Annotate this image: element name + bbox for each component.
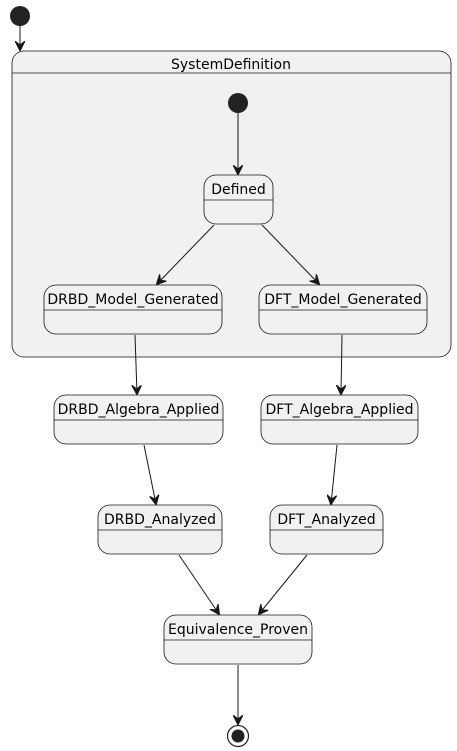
state-label: DRBD_Model_Generated — [47, 292, 218, 308]
state-dft-algebra-applied: DFT_Algebra_Applied — [260, 394, 419, 445]
state-label: Equivalence_Proven — [168, 622, 308, 638]
state-equivalence-proven: Equivalence_Proven — [163, 614, 313, 665]
state-label: DRBD_Analyzed — [104, 512, 216, 528]
initial-state-outer — [10, 6, 30, 26]
state-defined: Defined — [203, 174, 274, 225]
edge-defined-to-drbd-model-generated — [157, 224, 215, 284]
state-dft-model-generated: DFT_Model_Generated — [258, 284, 428, 335]
state-label: DFT_Analyzed — [277, 512, 375, 528]
state-drbd-analyzed: DRBD_Analyzed — [97, 504, 223, 555]
state-label: Defined — [211, 182, 266, 198]
state-label: DFT_Model_Generated — [264, 292, 421, 308]
edge-dft-model-to-dft-algebra — [341, 334, 342, 394]
state-dft-analyzed: DFT_Analyzed — [269, 504, 384, 555]
state-drbd-model-generated: DRBD_Model_Generated — [43, 284, 223, 335]
edge-drbd-algebra-to-drbd-analyzed — [143, 444, 156, 504]
edge-dft-analyzed-to-equivalence — [259, 554, 308, 614]
initial-state-inner — [228, 93, 248, 113]
edge-drbd-analyzed-to-equivalence — [178, 554, 219, 614]
state-label: DRBD_Algebra_Applied — [58, 402, 220, 418]
state-label: DFT_Algebra_Applied — [266, 402, 414, 418]
final-state — [226, 724, 250, 748]
state-drbd-algebra-applied: DRBD_Algebra_Applied — [53, 394, 224, 445]
edge-dft-algebra-to-dft-analyzed — [331, 444, 338, 504]
composite-state-label: SystemDefinition — [171, 57, 291, 73]
edge-defined-to-dft-model-generated — [261, 224, 319, 284]
edge-drbd-model-to-drbd-algebra — [135, 334, 137, 394]
